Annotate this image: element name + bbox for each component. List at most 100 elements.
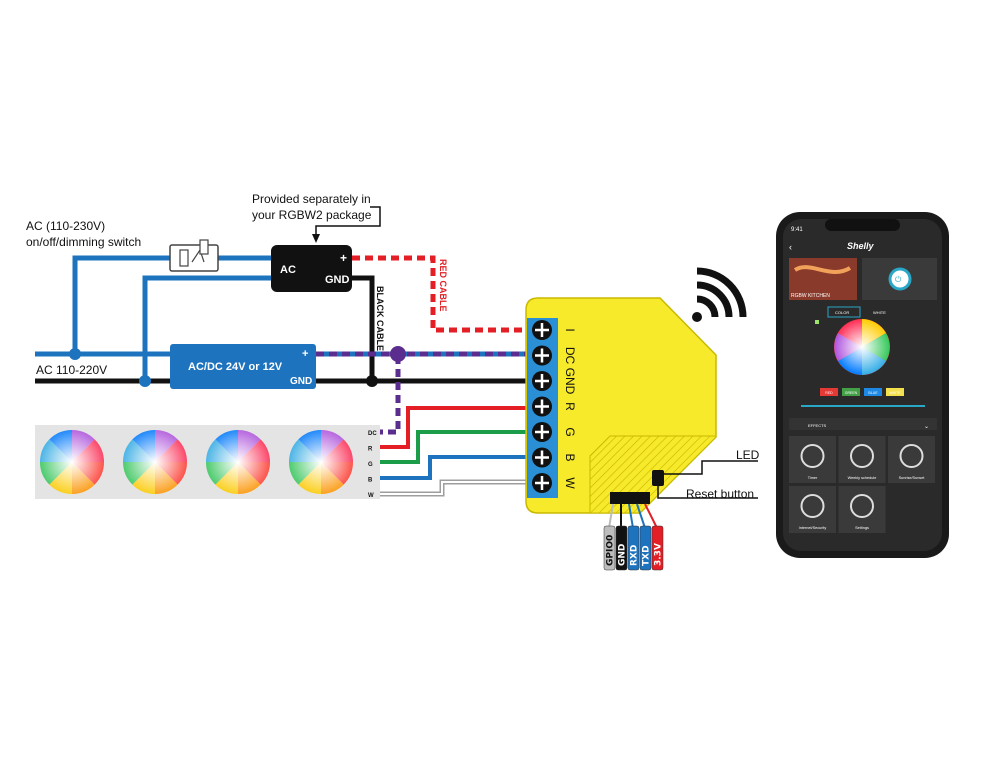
- terminal-screw: [532, 396, 552, 417]
- phone-time: 9:41: [791, 227, 803, 233]
- terminal-label: GND: [563, 368, 577, 395]
- led-indicator[interactable]: [652, 470, 664, 486]
- adapter-gnd-label: GND: [325, 274, 350, 286]
- debug-pin-label: GPIO0: [606, 535, 616, 566]
- red-cable-label: RED CABLE: [438, 259, 448, 312]
- smartphone: 9:41 Shelly ‹ RGBW KITCHEN ⏻ COLOR WHITE…: [776, 212, 949, 558]
- wifi-icon: [692, 267, 747, 322]
- ac-adapter: [271, 245, 352, 292]
- phone-tile[interactable]: Settings: [838, 486, 886, 533]
- color-preset-button[interactable]: [886, 388, 904, 396]
- red-dashed-cable: [352, 255, 527, 333]
- color-preset-button[interactable]: [864, 388, 882, 396]
- phone-tile-label: Timer: [808, 476, 818, 480]
- color-presets: RED GREEN BLUE WHITE: [820, 388, 904, 396]
- phone-tile-label: Internet/Security: [799, 526, 827, 530]
- color-preset-label: BLUE: [868, 391, 878, 395]
- power-button[interactable]: [888, 267, 912, 291]
- green-wire: [380, 430, 527, 464]
- back-icon[interactable]: ‹: [789, 242, 792, 252]
- rgb-led: [289, 430, 353, 494]
- phone-tile-label: Weekly schedule: [848, 476, 877, 480]
- terminal-screw: [532, 371, 552, 391]
- psu-label: AC/DC 24V or 12V: [188, 361, 283, 373]
- junction-dot: [390, 346, 406, 362]
- purple-dashed-drop: [380, 356, 401, 435]
- led-leader: [664, 460, 758, 475]
- debug-pin: [639, 525, 652, 571]
- debug-pin: [651, 525, 664, 571]
- phone-tile[interactable]: Internet/Security: [789, 486, 836, 533]
- terminal-label: G: [563, 427, 577, 436]
- phone-tile[interactable]: Sunrise/Sunset: [888, 436, 935, 483]
- reset-label: Reset button: [686, 487, 754, 501]
- device-thumbnail[interactable]: [789, 258, 857, 300]
- red-wire: [380, 406, 527, 449]
- rgb-led: [206, 430, 270, 494]
- brightness-slider[interactable]: [801, 405, 925, 407]
- strip-pin-label: B: [368, 478, 373, 484]
- dimming-switch-icon: [169, 239, 219, 272]
- strip-pin-label: W: [368, 493, 374, 499]
- ac-switch-label: AC (110-230V): [26, 219, 105, 233]
- terminal-screw: [532, 473, 552, 493]
- black-cable-label: BLACK CABLE: [375, 286, 385, 351]
- tab-white-label[interactable]: WHITE: [873, 310, 886, 315]
- rgb-led: [40, 430, 104, 494]
- white-wire: [380, 479, 527, 497]
- junction-dot: [69, 348, 81, 360]
- debug-pin: [627, 525, 640, 571]
- tab-color-label: COLOR: [835, 310, 849, 315]
- strip-pin-labels: DC R G B W: [368, 431, 377, 499]
- ac-mains-label: AC 110-220V: [36, 363, 107, 377]
- color-wheel[interactable]: [834, 319, 890, 375]
- provided-label-2: your RGBW2 package: [252, 208, 372, 222]
- terminal-screw: [532, 422, 552, 442]
- phone-notch: [825, 219, 900, 231]
- terminals: I DC GND R G B W: [532, 320, 577, 493]
- color-preset-button[interactable]: [842, 388, 860, 396]
- phone-tile[interactable]: Timer: [789, 436, 836, 483]
- led-label: LED: [736, 448, 760, 462]
- color-preset-label: RED: [825, 391, 833, 395]
- rgb-led: [123, 430, 187, 494]
- terminal-label: I: [563, 328, 577, 331]
- debug-pin-label: RXD: [630, 545, 640, 566]
- effects-label[interactable]: EFFECTS: [808, 423, 827, 428]
- terminal-screw: [532, 345, 552, 366]
- adapter-plus-label: +: [340, 251, 347, 265]
- provided-label: Provided separately in: [252, 192, 371, 206]
- adapter-ac-label: AC: [280, 264, 296, 276]
- terminal-label: W: [563, 477, 577, 489]
- reset-leader: [657, 486, 758, 499]
- junction-dot: [366, 375, 378, 387]
- strip-pin-label: R: [368, 447, 373, 453]
- strip-leds: [40, 430, 353, 494]
- tab-color[interactable]: [827, 306, 861, 318]
- debug-header: [610, 492, 650, 504]
- psu-plus-label: +: [302, 348, 308, 360]
- strip-pin-label: G: [368, 462, 373, 468]
- color-preset-label: GREEN: [845, 391, 858, 395]
- terminal-screw: [532, 447, 552, 468]
- phone-tile-label: Sunrise/Sunset: [899, 476, 926, 480]
- blue-wire: [380, 455, 527, 480]
- provided-bracket: [315, 206, 381, 238]
- color-preset-button[interactable]: [820, 388, 838, 396]
- terminal-label: DC: [563, 347, 577, 365]
- color-preset-label: WHITE: [889, 391, 901, 395]
- debug-pin-label: 3.3V: [654, 543, 664, 566]
- terminal-label: R: [563, 402, 577, 411]
- ac-dc-power-supply: [170, 344, 316, 389]
- phone-tile[interactable]: Weekly schedule: [838, 436, 886, 483]
- debug-pin-label: GND: [618, 544, 628, 566]
- junction-dot: [139, 375, 151, 387]
- ac-switch-label-2: on/off/dimming switch: [26, 235, 141, 249]
- strip-pin-label: DC: [368, 431, 377, 437]
- terminal-screw: [532, 320, 552, 340]
- device-name: RGBW KITCHEN: [791, 293, 830, 299]
- power-icon: ⏻: [895, 275, 902, 284]
- terminal-label: B: [563, 453, 577, 461]
